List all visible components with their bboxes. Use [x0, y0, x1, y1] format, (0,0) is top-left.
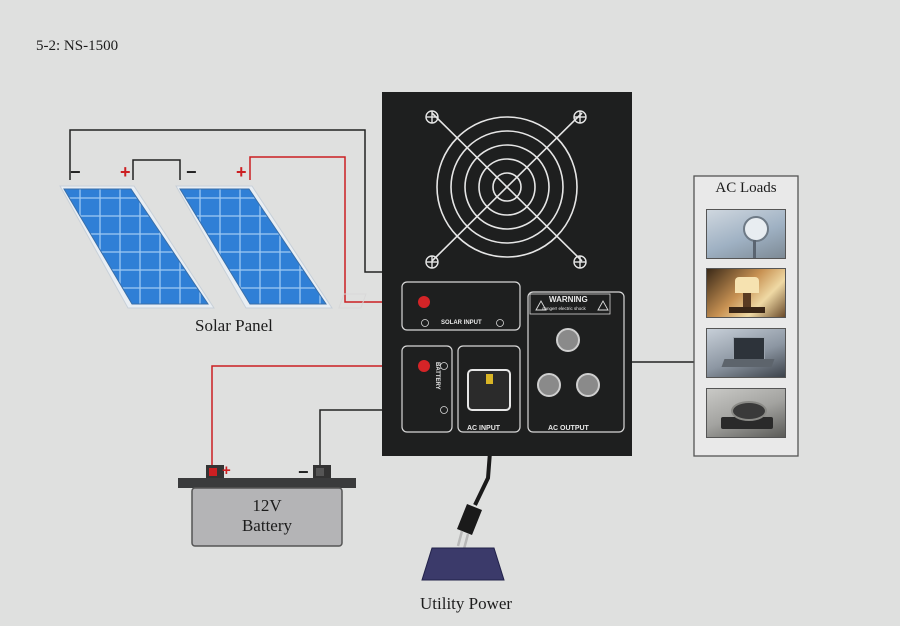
- ac-output-socket-right[interactable]: [576, 373, 600, 397]
- ac-output-panel: [527, 291, 625, 433]
- utility-power-label: Utility Power: [420, 594, 513, 613]
- panel1-positive-sign: +: [120, 162, 131, 182]
- battery-positive-wire: [211, 365, 418, 470]
- plug: [421, 504, 505, 581]
- solar-panel-label: Solar Panel: [195, 316, 273, 335]
- panel2-positive-sign: +: [236, 162, 247, 182]
- lamp-image: [706, 268, 786, 318]
- battery-negative-sign: −: [298, 462, 309, 482]
- cooker-image: [706, 388, 786, 438]
- battery-minus-icon: [440, 406, 448, 414]
- battery-terminal-pos[interactable]: [418, 360, 430, 372]
- solar-input-terminal-pos[interactable]: [418, 296, 430, 308]
- ac-loads-title: AC Loads: [715, 180, 777, 196]
- solar-panel-right: [175, 185, 333, 309]
- panel-series-wire: [132, 159, 181, 180]
- laptop-image: [706, 328, 786, 378]
- solar-panel-left: [59, 185, 215, 309]
- wall-outlet: [421, 547, 505, 581]
- warning-title: WARNING: [549, 295, 588, 304]
- ac-input-socket[interactable]: [467, 369, 511, 411]
- solar-input-panel: [401, 281, 521, 331]
- battery-name-label: Battery: [241, 516, 293, 535]
- battery-voltage-label: 12V: [252, 496, 282, 515]
- battery-negative-wire: [319, 409, 402, 470]
- solar-input-minus-icon: [496, 319, 504, 327]
- battery-port-label: BATTERY: [434, 362, 440, 390]
- ac-input-label: AC INPUT: [467, 425, 501, 432]
- solar-input-label: SOLAR INPUT: [441, 320, 482, 326]
- fan-image: [706, 209, 786, 259]
- panel1-negative-sign: −: [70, 162, 81, 182]
- model-label: 5-2: NS-1500: [36, 38, 119, 54]
- battery-input-panel: [401, 345, 453, 433]
- ac-input-fuse: [486, 374, 493, 384]
- panel1-negative-wire: [69, 129, 400, 273]
- warning-label-box: [529, 293, 611, 315]
- battery-plus-icon: [440, 362, 448, 370]
- solar-input-icon: [338, 293, 367, 309]
- battery: [178, 465, 356, 547]
- ac-output-label: AC OUTPUT: [548, 425, 589, 432]
- warning-text: danger! electric shock: [542, 306, 586, 311]
- warning-right-icon: [597, 300, 609, 311]
- ac-input-panel: [457, 345, 521, 433]
- fan-guard: [431, 112, 583, 262]
- battery-positive-sign: +: [222, 462, 231, 479]
- fan-screws: [425, 110, 587, 269]
- ac-output-socket-top[interactable]: [556, 328, 580, 352]
- solar-input-plus-icon: [421, 319, 429, 327]
- warning-left-icon: [535, 300, 547, 311]
- panel2-negative-sign: −: [186, 162, 197, 182]
- panel2-positive-wire: [249, 156, 418, 303]
- ac-output-socket-left[interactable]: [537, 373, 561, 397]
